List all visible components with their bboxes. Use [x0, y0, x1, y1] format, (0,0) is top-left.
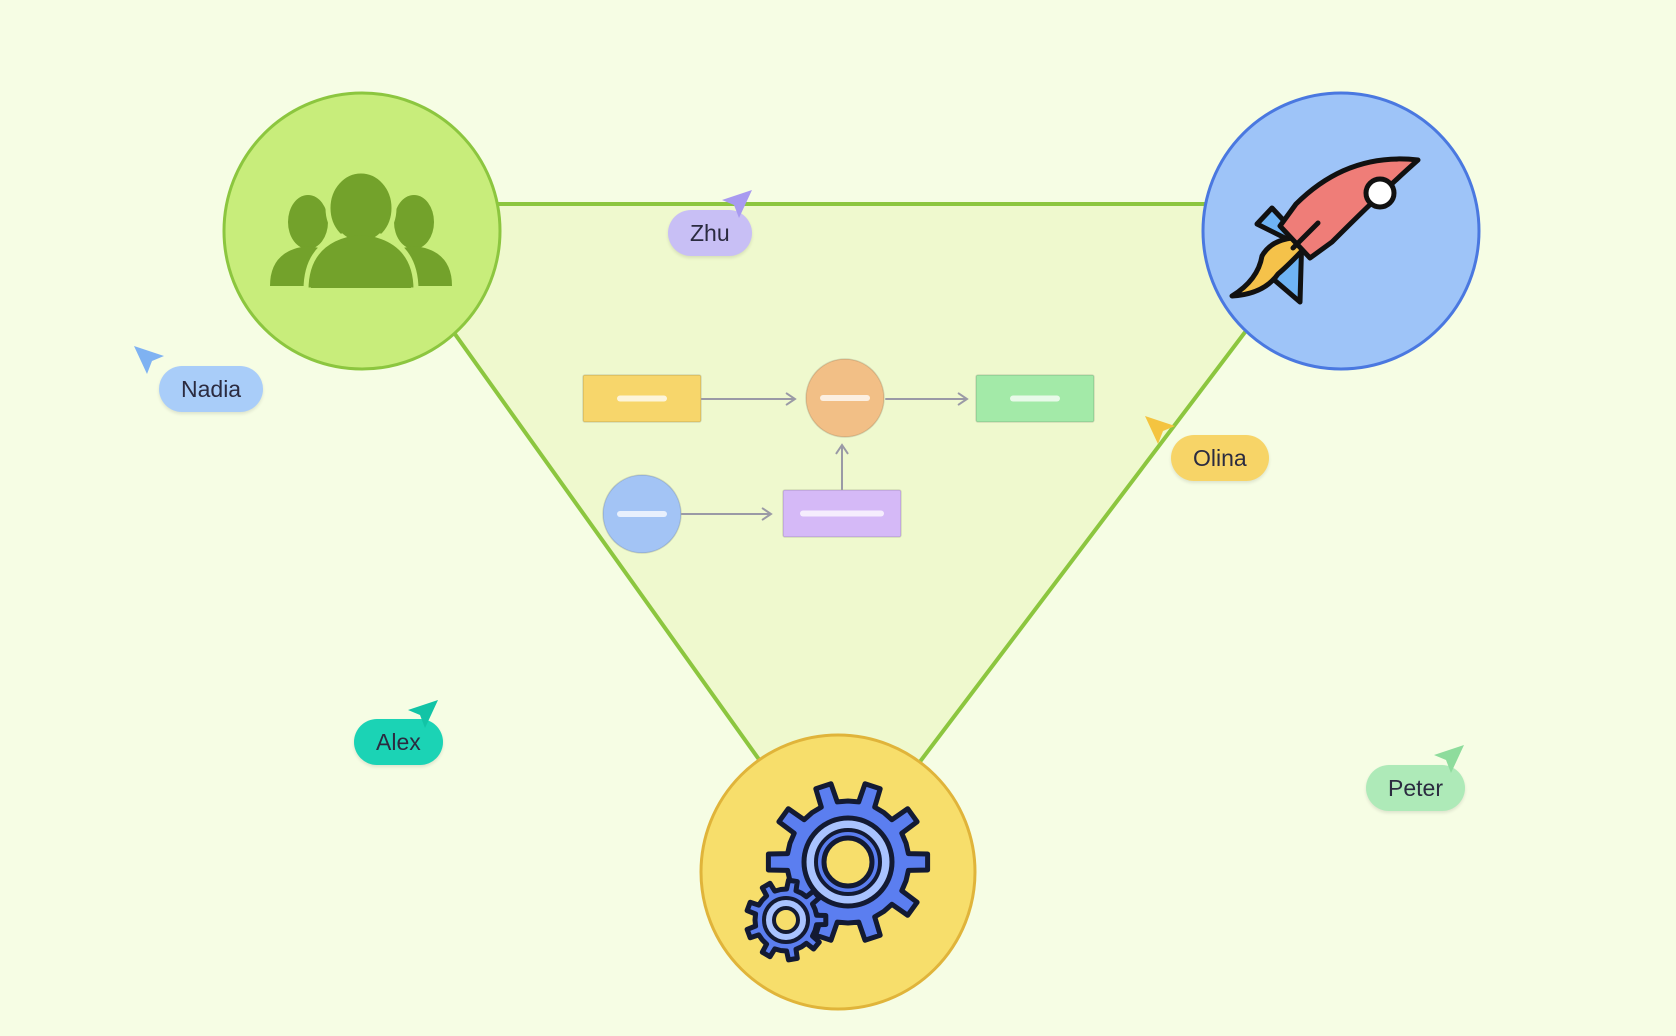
- cursor-pointer-icon: [1434, 745, 1464, 773]
- cursor-pointer-icon: [1145, 416, 1175, 444]
- cursor-label-zhu: Zhu: [668, 210, 752, 256]
- cursor-pointer-icon: [134, 346, 164, 374]
- settings-node[interactable]: [699, 733, 977, 1011]
- arrow-purple-rect-to-orange-circle: [835, 443, 849, 490]
- flow-shapes: [582, 358, 1095, 554]
- people-group-icon: [270, 168, 452, 293]
- arrow-orange-circle-to-green-rect: [885, 392, 969, 406]
- arrow-yellow-rect-to-orange-circle: [701, 392, 797, 406]
- flow-yellow-rect-text-placeholder: [617, 395, 667, 402]
- cursor-pointer-icon: [722, 190, 752, 218]
- cursor-label-olina: Olina: [1171, 435, 1269, 481]
- small-gear-ring-1: [772, 906, 800, 934]
- gears-icon: [744, 781, 931, 963]
- cursor-pointer-icon: [408, 700, 438, 728]
- small-gear: [744, 877, 829, 963]
- cursor-label-nadia: Nadia: [159, 366, 264, 412]
- cursor-label-alex: Alex: [354, 719, 443, 765]
- flow-green-rect-text-placeholder: [1010, 395, 1060, 402]
- rocket-icon: [1229, 156, 1421, 305]
- launch-node[interactable]: [1201, 91, 1481, 371]
- cursor-label-peter: Peter: [1366, 765, 1465, 811]
- flow-purple-rect-text-placeholder: [800, 510, 884, 517]
- arrow-blue-circle-to-purple-rect: [681, 507, 773, 521]
- big-gear-ring-2: [821, 835, 875, 889]
- flow-arrows: [681, 392, 969, 521]
- flow-orange-circle-text-placeholder: [820, 395, 870, 401]
- flow-blue-circle-text-placeholder: [617, 511, 667, 517]
- team-node[interactable]: [222, 91, 502, 371]
- flowchart: [582, 358, 1095, 554]
